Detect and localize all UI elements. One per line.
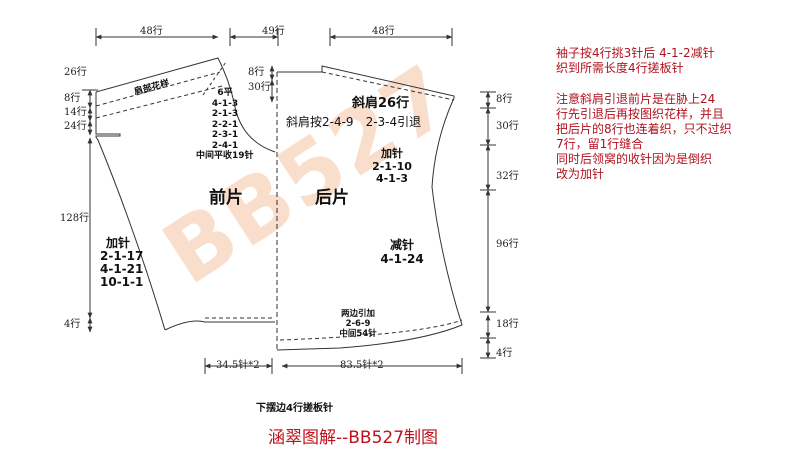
hem-line: 中间54针	[339, 329, 377, 339]
increase-line: 加针	[106, 236, 131, 250]
dim-left-128: 128行	[60, 213, 90, 224]
note-line: 织到所需长度4行搓板针	[556, 61, 684, 75]
dim-right-4: 4行	[496, 348, 513, 359]
back-slope-dash	[321, 71, 455, 101]
neck-line: 2-2-1	[211, 119, 239, 130]
note-line: 注意斜肩引退前片是在胁上24	[556, 92, 716, 106]
front-shoulder-band	[95, 71, 223, 120]
dim-left-26: 26行	[64, 67, 87, 78]
note-line: 把后片的8行也连着织，只不过织	[556, 122, 732, 136]
back-hem-instructions: 两边引加 2-6-9 中间54针	[326, 309, 390, 339]
neck-line: 2-4-1	[211, 140, 239, 151]
dim-right-32: 32行	[496, 171, 519, 182]
front-neck-center: 中间平收19针	[196, 151, 254, 161]
dim-bottom-front: 34.5针*2	[216, 360, 260, 371]
neck-line: 4-1-3	[211, 98, 239, 109]
dim-left-24: 24行	[64, 121, 87, 132]
increase-line: 10-1-1	[100, 275, 144, 289]
dim-mid-30: 30行	[248, 82, 271, 93]
neck-line: 6平	[217, 88, 233, 98]
hem-line: 2-6-9	[345, 319, 371, 329]
dim-top-front: 48行	[140, 26, 163, 37]
neck-line: 2-3-1	[211, 130, 239, 140]
dim-left-4: 4行	[64, 319, 81, 330]
back-slope-rule: 斜肩按2-4-9 2-3-4引退	[286, 115, 422, 129]
dim-top-gap: 49行	[262, 26, 285, 37]
increase-line: 2-1-17	[100, 249, 144, 263]
front-piece-outline	[95, 57, 276, 331]
note-line: 改为加针	[556, 167, 605, 181]
decrease-line: 4-1-24	[380, 252, 424, 266]
dim-bottom-back: 83.5针*2	[340, 360, 384, 371]
hem-dash	[205, 317, 463, 341]
neck-line: 2-1-3	[211, 109, 239, 119]
decrease-line: 减针	[389, 238, 414, 252]
dim-right-96: 96行	[496, 239, 519, 250]
increase-line: 2-1-10	[372, 159, 412, 173]
back-decrease-instructions: 减针 4-1-24	[372, 238, 432, 266]
notes-panel: 袖子按4行挑3针后 4-1-2减针 织到所需长度4行搓板针 注意斜肩引退前片是在…	[556, 46, 732, 182]
increase-line: 4-1-21	[100, 262, 144, 276]
back-slope-title: 斜肩26行	[352, 96, 410, 111]
dim-right-8: 8行	[496, 94, 513, 105]
hem-note: 下摆边4行搓板针	[256, 403, 333, 414]
footer-credit: 涵翠图解--BB527制图	[268, 428, 439, 448]
dim-right-18: 18行	[496, 319, 519, 330]
front-title: 前片	[209, 188, 243, 208]
hem-line: 两边引加	[340, 309, 375, 319]
dim-top-back: 48行	[372, 26, 395, 37]
note-line: 7行，留1行缝合	[556, 137, 644, 151]
dim-left-14: 14行	[64, 107, 87, 118]
increase-line: 加针	[381, 147, 403, 160]
dim-mid-8: 8行	[248, 67, 265, 78]
back-title: 后片	[315, 188, 349, 208]
back-piece-outline	[276, 65, 463, 351]
increase-line: 4-1-3	[375, 172, 409, 185]
dim-right-30: 30行	[496, 121, 519, 132]
front-neck-instructions: 6平 4-1-3 2-1-3 2-2-1 2-3-1 2-4-1	[204, 88, 246, 151]
back-increase-instructions: 加针 2-1-10 4-1-3	[362, 147, 422, 186]
front-neck-dash	[202, 61, 227, 96]
note-line: 同时后领窝的收针因为是倒织	[556, 152, 713, 166]
note-line: 袖子按4行挑3针后 4-1-2减针	[556, 46, 715, 60]
dim-left-8: 8行	[64, 93, 81, 104]
front-increase-instructions: 加针 2-1-17 4-1-21 10-1-1	[100, 237, 143, 289]
note-line: 行先引退后再按图织花样，并且	[556, 107, 725, 121]
